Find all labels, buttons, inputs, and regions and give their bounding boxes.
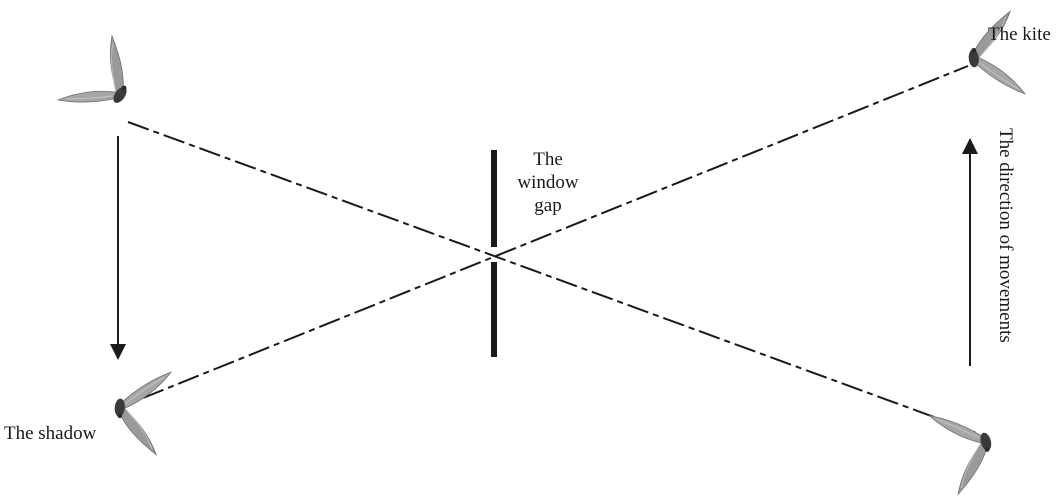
- bird-icon: [106, 367, 204, 464]
- bird-icon: [960, 2, 1058, 99]
- window-gap-label-line: gap: [534, 195, 562, 216]
- shadow-label: The shadow: [4, 423, 97, 444]
- window-gap-label: The window gap: [517, 148, 579, 217]
- bird-icon: [57, 35, 130, 106]
- sightline-bottom-left-to-top-right: [142, 65, 969, 399]
- direction-of-movements-label: The direction of movements: [995, 128, 1016, 343]
- kite-label: The kite: [988, 24, 1051, 45]
- window-gap-label-line: The: [533, 149, 563, 170]
- sightline-top-left-to-bottom-right: [127, 121, 976, 433]
- bird-icon: [906, 410, 999, 501]
- window-gap-label-line: window: [517, 172, 579, 193]
